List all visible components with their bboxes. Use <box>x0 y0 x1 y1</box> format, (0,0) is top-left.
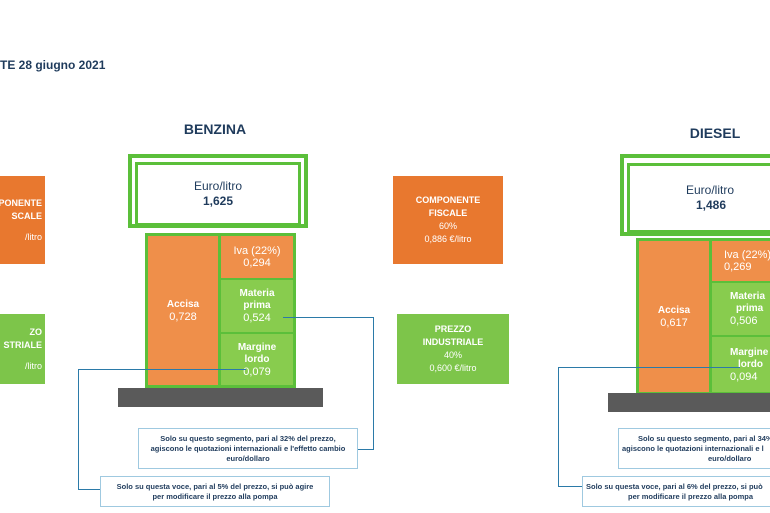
diesel-display-value: 1,486 <box>696 198 727 212</box>
benzina-margine-segment: Margine lordo 0,079 <box>221 334 293 385</box>
benzina-componente-line1: COMPONENTE <box>415 195 481 205</box>
left-prezzo-line2: STRIALE <box>3 339 42 350</box>
benzina-materia-note-l1: Solo su questo segmento, pari al 32% del… <box>160 433 336 443</box>
diesel-accisa-value: 0,617 <box>660 316 688 329</box>
benzina-accisa-label: Accisa <box>166 298 200 310</box>
benzina-componente-pct: 60% <box>438 221 457 231</box>
benzina-margine-label2: lordo <box>244 353 270 365</box>
benzina-materia-segment: Materia prima 0,524 <box>221 280 293 332</box>
benzina-materia-callout-h <box>283 317 374 318</box>
benzina-iva-value: 0,294 <box>243 257 271 269</box>
benzina-prezzo-per-litro: 0,600 €/litro <box>429 363 477 373</box>
diesel-margine-callout-h <box>558 367 740 368</box>
diesel-display-unit: Euro/litro <box>686 183 735 197</box>
benzina-iva-label: Iva (22%) <box>233 245 281 257</box>
benzina-display-unit: Euro/litro <box>193 179 243 193</box>
diesel-iva-label: Iva (22%) <box>724 249 770 261</box>
left-prezzo-line1: ZO <box>29 326 43 337</box>
diesel-margine-note: Solo su questa voce, pari al 6% del prez… <box>582 476 770 507</box>
benzina-margine-value: 0,079 <box>243 365 271 378</box>
benzina-pump-base <box>118 388 323 407</box>
diesel-margine-segment: Margine lordo 0,094 <box>712 337 770 392</box>
benzina-margine-callout-h <box>78 369 246 370</box>
benzina-margine-label1: Margine <box>237 341 277 353</box>
diesel-margine-note-l1: Solo su questa voce, pari al 6% del prez… <box>586 481 763 491</box>
diesel-materia-note-l3: euro/dollaro <box>708 453 752 463</box>
benzina-componente-per-litro: 0,886 €/litro <box>424 234 472 244</box>
diesel-accisa-label: Accisa <box>657 304 691 316</box>
diesel-iva-value: 0,269 <box>724 261 752 273</box>
page-title: TE 28 giugno 2021 <box>0 58 106 72</box>
diesel-title: DIESEL <box>689 125 741 141</box>
benzina-prezzo-line1: PREZZO <box>434 324 472 334</box>
diesel-margine-callout-end <box>558 486 582 487</box>
diesel-iva-segment: Iva (22%) 0,269 <box>712 241 770 281</box>
benzina-margine-note-l2: per modificare il prezzo alla pompa <box>152 491 278 501</box>
benzina-margine-note-l1: Solo su questa voce, pari al 5% del prez… <box>116 481 314 491</box>
diesel-materia-note: Solo su questo segmento, pari al 34% agi… <box>618 428 770 469</box>
benzina-prezzo-pct: 40% <box>443 350 462 360</box>
benzina-materia-note-l2: agiscono le quotazioni internazionali e … <box>150 443 346 453</box>
left-componente-per-litro: /litro <box>24 231 42 242</box>
diesel-price-display: Euro/litro 1,486 <box>627 163 770 233</box>
benzina-accisa-segment: Accisa 0,728 <box>148 236 218 385</box>
benzina-materia-note-l3: euro/dollaro <box>226 453 270 463</box>
benzina-componente-line2: FISCALE <box>428 208 468 218</box>
diesel-materia-segment: Materia prima 0,506 <box>712 283 770 335</box>
diesel-pump-base <box>608 393 770 412</box>
benzina-materia-callout-end <box>358 449 374 450</box>
left-prezzo-per-litro: /litro <box>24 360 42 371</box>
benzina-margine-note: Solo su questa voce, pari al 5% del prez… <box>100 476 330 507</box>
benzina-accisa-value: 0,728 <box>169 310 197 323</box>
benzina-margine-callout-v <box>78 369 79 490</box>
benzina-margine-callout-end <box>78 489 100 490</box>
left-prezzo-industriale-box: ZO STRIALE /litro <box>0 314 45 384</box>
benzina-price-display: Euro/litro 1,625 <box>135 162 301 226</box>
benzina-display-value: 1,625 <box>202 194 234 208</box>
benzina-title: BENZINA <box>183 121 247 137</box>
benzina-materia-callout-v <box>373 317 374 450</box>
diesel-materia-value: 0,506 <box>730 315 758 327</box>
benzina-materia-note: Solo su questo segmento, pari al 32% del… <box>138 428 358 469</box>
benzina-componente-fiscale-box: COMPONENTE FISCALE 60% 0,886 €/litro <box>393 176 503 264</box>
diesel-margine-label1: Margine <box>730 346 769 358</box>
benzina-prezzo-line2: INDUSTRIALE <box>422 337 484 347</box>
diesel-materia-label2: prima <box>736 303 764 314</box>
diesel-materia-note-l2: agiscono le quotazioni internazionali e … <box>622 443 764 453</box>
benzina-prezzo-industriale-box: PREZZO INDUSTRIALE 40% 0,600 €/litro <box>397 314 509 384</box>
left-componente-line2: SCALE <box>11 210 42 221</box>
benzina-materia-value: 0,524 <box>243 312 271 324</box>
diesel-margine-callout-v <box>558 367 559 487</box>
left-componente-fiscale-box: PONENTE SCALE /litro <box>0 176 45 264</box>
diesel-margine-note-l2: per modificare il prezzo alla pompa <box>628 491 754 501</box>
diesel-margine-label2: lordo <box>738 358 763 370</box>
benzina-materia-label1: Materia <box>239 288 275 299</box>
left-componente-line1: PONENTE <box>0 197 42 208</box>
benzina-materia-label2: prima <box>243 300 271 311</box>
diesel-materia-note-l1: Solo su questo segmento, pari al 34% <box>638 433 770 443</box>
diesel-accisa-segment: Accisa 0,617 <box>639 241 709 392</box>
benzina-iva-segment: Iva (22%) 0,294 <box>221 236 293 278</box>
diesel-materia-label1: Materia <box>730 291 766 302</box>
diesel-margine-value: 0,094 <box>730 370 758 383</box>
